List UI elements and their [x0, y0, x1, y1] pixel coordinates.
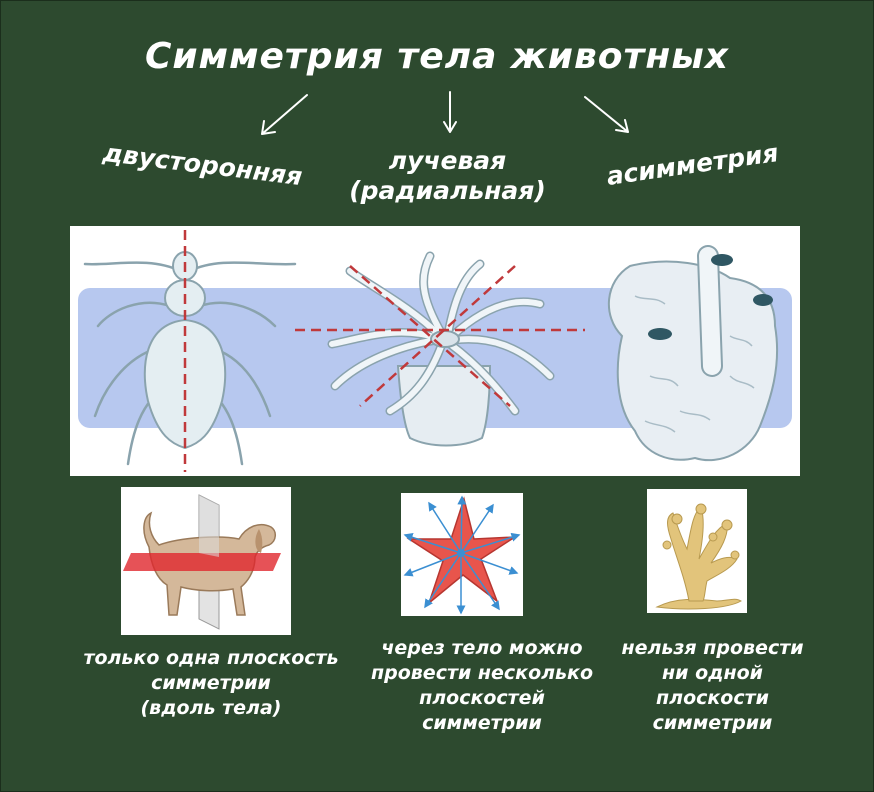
category-radial-line-2: (радиальная) [349, 176, 546, 205]
sagittal-plane-front [199, 495, 219, 557]
caption-radial: через тело можно провести несколько плос… [362, 636, 602, 736]
caption-asymmetry-line-2: ни одной [662, 662, 763, 684]
caption-bilateral-line-1: только одна плоскость [83, 647, 339, 669]
arrow-right-icon [584, 96, 629, 133]
horizontal-plane [123, 553, 281, 571]
category-radial-line-1: лучевая [388, 146, 507, 175]
symmetry-illustration [78, 230, 792, 472]
caption-bilateral-line-3: (вдоль тела) [140, 697, 282, 719]
symmetry-arrows [403, 495, 521, 615]
symmetry-illustration-panel [70, 226, 800, 476]
title-arrows [261, 91, 629, 135]
category-radial: лучевая (радиальная) [340, 146, 555, 206]
sponge-icon [607, 245, 779, 462]
caption-radial-line-3: плоскостей [419, 687, 545, 709]
anemone-axes [295, 265, 585, 407]
caption-bilateral-line-2: симметрии [151, 672, 271, 694]
caption-radial-line-1: через тело можно [381, 637, 583, 659]
bilateral-example-card [121, 487, 291, 635]
asymmetry-example-card [647, 489, 747, 613]
dog-ear [255, 529, 263, 553]
caption-asymmetry-line-4: симметрии [652, 712, 773, 734]
caption-asymmetry-line-3: плоскости [656, 687, 769, 709]
caption-asymmetry-line-1: нельзя провести [621, 637, 804, 659]
beetle-body [143, 251, 227, 450]
coral-sponge-illustration [655, 503, 742, 610]
dog-illustration [123, 494, 281, 630]
caption-bilateral: только одна плоскость симметрии (вдоль т… [58, 646, 364, 721]
starfish-center [457, 549, 465, 557]
caption-radial-line-4: симметрии [422, 712, 542, 734]
caption-asymmetry: нельзя провести ни одной плоскости симме… [605, 636, 820, 736]
arrow-left-icon [261, 94, 308, 135]
starfish-illustration [403, 495, 521, 615]
caption-radial-line-2: провести несколько [371, 662, 593, 684]
anemone-icon [327, 251, 555, 447]
arrow-middle-icon [443, 91, 457, 133]
radial-example-card [401, 493, 523, 616]
page-title: Симметрия тела животных [145, 36, 729, 77]
